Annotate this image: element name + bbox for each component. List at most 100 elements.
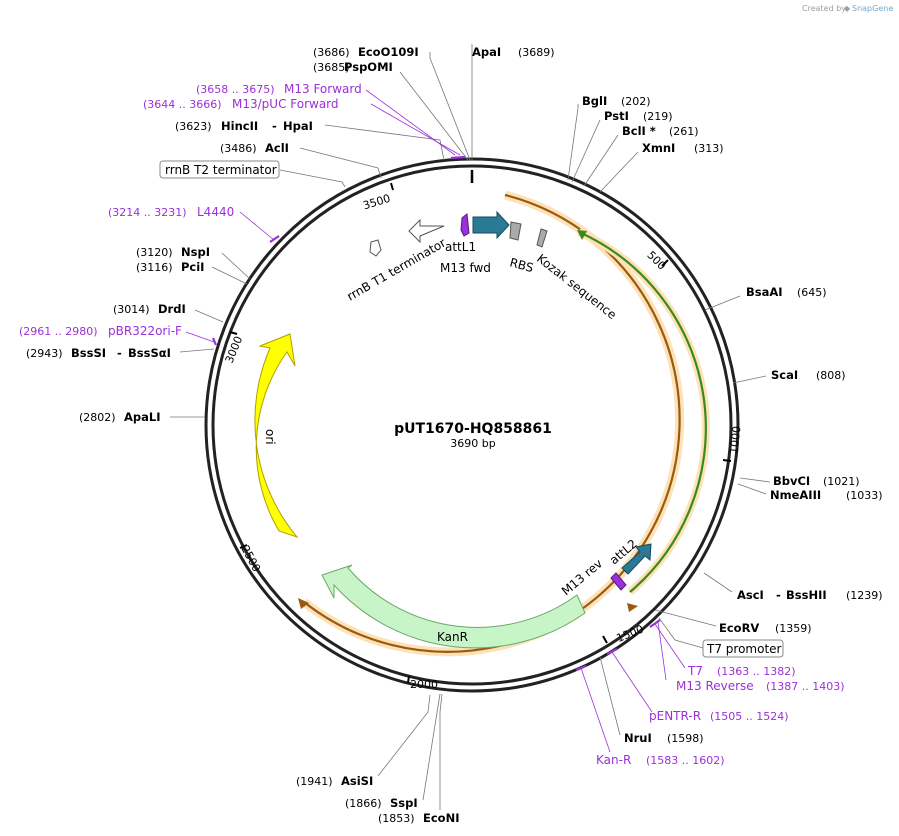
bsshii-label: BssHII: [786, 588, 827, 602]
m13-reverse-leader: [657, 621, 667, 681]
psti-leader: [571, 119, 601, 183]
tick-label-3000: 3000: [223, 334, 246, 365]
drdi-leader: [194, 309, 224, 323]
tick-mark-2000: [407, 675, 410, 684]
drdi-pos: (3014): [113, 303, 150, 316]
econi-label: EcoNI: [423, 811, 459, 825]
acli-pos: (3486): [220, 142, 257, 155]
hincii-pos: (3623): [175, 120, 212, 133]
ecorv-pos: (1359): [775, 622, 812, 635]
m13-forward-primer-mark: [450, 155, 466, 160]
kan-r-pos: (1583 .. 1602): [646, 754, 725, 767]
tick-mark-3000: [229, 331, 238, 335]
acli-label: AclI: [265, 141, 289, 155]
backbone-inner-ring: [211, 164, 733, 686]
econi-leader: [439, 693, 443, 810]
kozak-marker: [536, 228, 548, 248]
xmni-pos: (313): [694, 142, 724, 155]
acli-leader: [299, 147, 382, 179]
m13-reverse-label: M13 Reverse: [676, 679, 754, 693]
sspi-pos: (1866): [345, 797, 382, 810]
rrnb-t2-terminator-arrow: [369, 239, 382, 257]
bsaai-label: BsaAI: [746, 285, 783, 299]
ori-arrow: [254, 333, 299, 539]
pbr322ori-f-label: pBR322ori-F: [108, 324, 182, 338]
rrnb-t2-label-box: [159, 160, 280, 179]
scai-label: ScaI: [771, 368, 798, 382]
t7-promoter-label: T7 promoter: [706, 642, 782, 656]
bcli-label: BclI *: [622, 124, 656, 138]
attl1-label: attL1: [445, 240, 476, 254]
nspi-leader: [221, 252, 251, 280]
ecorv-label: EcoRV: [719, 621, 759, 635]
rrnb-t1-terminator-arrow: [408, 218, 445, 244]
bsssi-sep: -: [117, 346, 122, 360]
t7-label: T7: [687, 664, 703, 678]
m13-puc-forward-pos: (3644 .. 3666): [143, 98, 222, 111]
ecoo109i-label: EcoO109I: [358, 45, 419, 59]
bgli-leader: [567, 104, 579, 181]
rbs-label: RBS: [508, 255, 535, 275]
pentr-r-label: pENTR-R: [649, 709, 701, 723]
bsaai-leader: [704, 295, 741, 311]
pcii-leader: [211, 266, 248, 285]
bcli-pos: (261): [669, 125, 699, 138]
attl1-arrow: [472, 210, 510, 240]
ori-label: ori: [263, 429, 277, 445]
brui-leader: [599, 656, 621, 736]
plasmid-size: 3690 bp: [450, 437, 495, 450]
bbvci-leader: [739, 477, 771, 483]
asci-pos: (1239): [846, 589, 883, 602]
tick-label-1500: 1500: [615, 622, 646, 645]
m13-rev-site: [610, 572, 627, 591]
nmeaiii-leader: [737, 483, 767, 495]
bgli-pos: (202): [621, 95, 651, 108]
pentr-r-primer-mark: [606, 648, 618, 655]
apali-pos: (2802): [79, 411, 116, 424]
green-feature-arc: [578, 230, 707, 593]
bsaai-pos: (645): [797, 286, 827, 299]
nspi-label: NspI: [181, 245, 210, 259]
orange-feature-arc: [303, 193, 681, 653]
tick-mark-2500: [239, 544, 248, 549]
hincii-leader: [324, 124, 445, 161]
bsssi-pos: (2943): [26, 347, 63, 360]
pspomi-leader: [399, 71, 469, 161]
nrui-pos: (1598): [667, 732, 704, 745]
m13-fwd-site: [460, 213, 470, 237]
kozak-label: Kozak sequence: [534, 251, 619, 322]
pentr-r-leader: [611, 651, 653, 713]
m13-forward-label: M13 Forward: [284, 82, 362, 96]
t7-promoter-label-box: [702, 639, 784, 658]
green-feature-arrowhead: [577, 230, 587, 240]
ecoo109i-pos: (3686): [313, 46, 350, 59]
kan-r-leader: [580, 667, 611, 753]
hincii-sep: -: [272, 119, 277, 133]
kanr-arrow: [321, 564, 586, 649]
hpai-label: HpaI: [283, 119, 313, 133]
tick-label-3500: 3500: [361, 192, 392, 213]
pbr322ori-f-primer-mark: [211, 337, 218, 346]
pspomi-pos: (3685): [313, 61, 350, 74]
m13-forward-leader: [365, 89, 456, 156]
apai-pos: (3689): [518, 46, 555, 59]
scai-leader: [732, 375, 767, 384]
econi-pos: (1853): [378, 812, 415, 825]
kan-r-label: Kan-R: [596, 753, 631, 767]
plasmid-name: pUT1670-HQ858861: [394, 421, 552, 437]
m13-puc-forward-leader: [370, 103, 461, 156]
t7-pos: (1363 .. 1382): [717, 665, 796, 678]
m13-reverse-pos: (1387 .. 1403): [766, 680, 845, 693]
apali-label: ApaLI: [124, 410, 161, 424]
psti-pos: (219): [643, 110, 673, 123]
m13-puc-forward-label: M13/pUC Forward: [232, 97, 339, 111]
apai-label: ApaI: [472, 45, 501, 59]
asisi-label: AsiSI: [341, 774, 373, 788]
nmeaiii-label: NmeAIII: [770, 488, 821, 502]
t7-leader: [654, 623, 686, 669]
tick-label-2000: 2000: [410, 678, 438, 691]
pbr322ori-f-leader: [185, 331, 215, 343]
rrnb-t2-leader: [279, 169, 346, 188]
sspi-leader: [422, 693, 441, 801]
l4440-pos: (3214 .. 3231): [108, 206, 187, 219]
